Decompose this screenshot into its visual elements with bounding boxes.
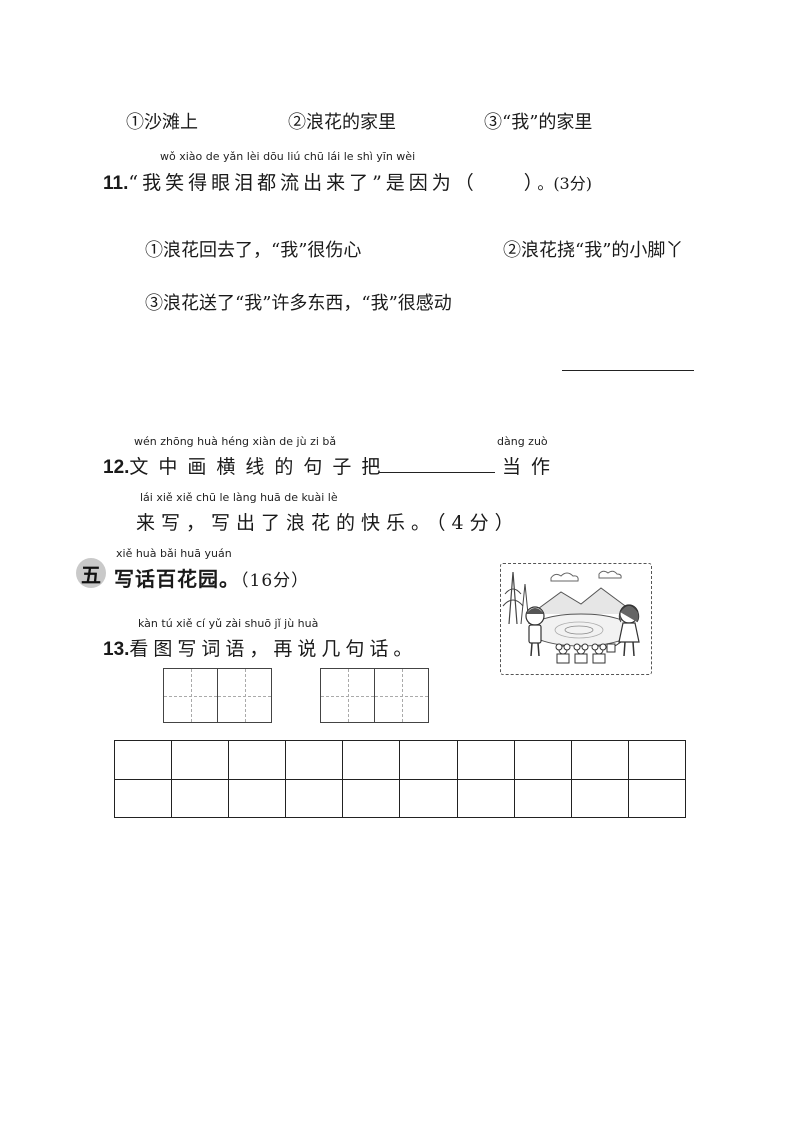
q11-option-3: ③浪花送了“我”许多东西，“我”很感动 [145, 293, 452, 314]
q11-option-2: ②浪花挠“我”的小脚丫 [503, 240, 684, 261]
section5-heading: 写话百花园。（16分） [114, 563, 309, 592]
word-box-2-cell-1[interactable] [321, 669, 374, 722]
grid-cell[interactable] [229, 779, 287, 818]
grid-cell[interactable] [628, 741, 686, 780]
grid-cell[interactable] [571, 779, 629, 818]
q11-text: “我笑得眼泪都流出来了”是因为（ ） [128, 172, 538, 194]
grid-cell[interactable] [286, 741, 344, 780]
grid-cell[interactable] [229, 741, 287, 780]
grid-cell[interactable] [628, 779, 686, 818]
grid-cell[interactable] [400, 741, 458, 780]
answer-line[interactable] [562, 370, 694, 371]
q11-number: 11. [103, 173, 129, 194]
section5-mark: 五 [76, 558, 106, 588]
grid-cell[interactable] [115, 779, 173, 818]
q12-text-1a: 文中画横线的句子把 [129, 456, 391, 478]
q12-line-1: 12.文中画横线的句子把 [103, 452, 390, 479]
grid-cell[interactable] [343, 741, 401, 780]
q12-text-1b: 当作 [502, 456, 561, 478]
scene-drawing [502, 570, 640, 664]
grid-cell[interactable] [115, 741, 173, 780]
q13-number: 13. [103, 639, 130, 660]
word-box-2[interactable] [320, 668, 429, 723]
q10-option-3: ③“我”的家里 [484, 112, 593, 133]
grid-cell[interactable] [400, 779, 458, 818]
q13-question: 13.看图写词语，再说几句话。 [103, 634, 417, 661]
grid-cell[interactable] [172, 741, 230, 780]
word-box-1-cell-1[interactable] [164, 669, 217, 722]
q11-question: 11.“我笑得眼泪都流出来了”是因为（ ）。(3分) [103, 168, 592, 195]
grid-cell[interactable] [457, 741, 515, 780]
word-box-2-cell-2[interactable] [374, 669, 428, 722]
q10-option-1: ①沙滩上 [126, 112, 198, 133]
q11-score: 。(3分) [537, 174, 592, 193]
grid-cell[interactable] [457, 779, 515, 818]
grid-cell[interactable] [571, 741, 629, 780]
q12-text-2: 来写，写出了浪花的快乐。（4分） [136, 512, 520, 534]
q12-pinyin-2: lái xiě xiě chū le làng huā de kuài lè [140, 491, 338, 504]
section5-title: 写话百花园。 [114, 567, 240, 591]
illustration-children-pond [500, 563, 652, 675]
q12-pinyin-1: wén zhōng huà héng xiàn de jù zi bǎ [134, 435, 337, 448]
q12-blank[interactable] [379, 472, 495, 473]
grid-cell[interactable] [514, 779, 572, 818]
q13-text: 看图写词语，再说几句话。 [129, 638, 418, 660]
q12-number: 12. [103, 457, 130, 478]
grid-cell[interactable] [514, 741, 572, 780]
section5-score: （16分） [240, 571, 310, 591]
q13-pinyin: kàn tú xiě cí yǔ zài shuō jǐ jù huà [138, 617, 319, 630]
q10-option-2: ②浪花的家里 [288, 112, 396, 133]
word-box-1-cell-2[interactable] [217, 669, 271, 722]
q12-pinyin-1b: dàng zuò [497, 435, 548, 448]
writing-grid[interactable] [114, 740, 686, 818]
grid-cell[interactable] [286, 779, 344, 818]
grid-cell[interactable] [343, 779, 401, 818]
word-box-1[interactable] [163, 668, 272, 723]
grid-cell[interactable] [172, 779, 230, 818]
section5-pinyin: xiě huà bǎi huā yuán [116, 547, 232, 560]
q11-option-1: ①浪花回去了，“我”很伤心 [145, 240, 362, 261]
q11-pinyin: wǒ xiào de yǎn lèi dōu liú chū lái le sh… [160, 150, 416, 163]
